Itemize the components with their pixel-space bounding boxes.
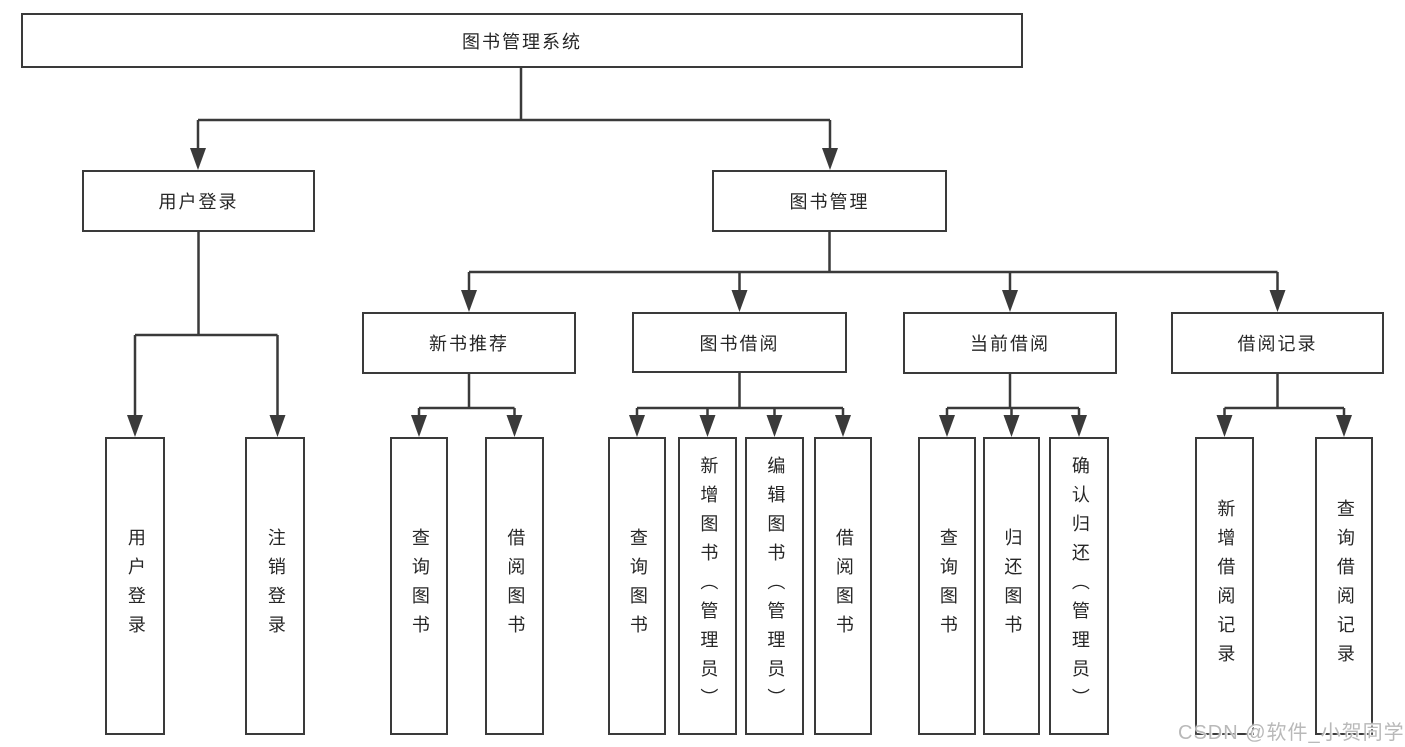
node-borrow-record-label: 借阅记录 xyxy=(1237,334,1318,354)
arrow-down-icon xyxy=(1216,415,1233,437)
node-book-borrow: 图书借阅 xyxy=(632,312,847,373)
leaf-query-book-newbook-label: 查询图书 xyxy=(409,528,430,644)
arrow-down-icon xyxy=(411,415,427,437)
connector-current-borrow-to-leaves xyxy=(939,374,1087,437)
node-book-mgmt: 图书管理 xyxy=(712,170,947,232)
arrow-down-icon xyxy=(1002,290,1018,312)
node-user-login-label: 用户登录 xyxy=(158,192,239,212)
leaf-user-login-label: 用户登录 xyxy=(125,528,146,644)
arrow-down-icon xyxy=(699,415,716,437)
arrow-down-icon xyxy=(190,148,206,170)
arrow-down-icon xyxy=(1003,415,1020,437)
leaf-borrow-book-label: 借阅图书 xyxy=(833,528,854,644)
node-root-label: 图书管理系统 xyxy=(462,31,582,52)
leaf-borrow-book-newbook: 借阅图书 xyxy=(485,437,544,735)
leaf-query-book-borrow-label: 查询图书 xyxy=(627,528,648,644)
node-root: 图书管理系统 xyxy=(21,13,1023,68)
leaf-user-login: 用户登录 xyxy=(105,437,165,735)
leaf-query-book-current: 查询图书 xyxy=(918,437,976,735)
leaf-add-borrow-record-label: 新增借阅记录 xyxy=(1215,499,1236,673)
node-current-borrow: 当前借阅 xyxy=(903,312,1117,374)
arrow-down-icon xyxy=(269,415,286,437)
leaf-borrow-book-newbook-label: 借阅图书 xyxy=(505,528,526,644)
arrow-down-icon xyxy=(835,415,851,437)
arrow-down-icon xyxy=(506,415,523,437)
arrow-down-icon xyxy=(939,415,955,437)
connector-user-login-to-leaves xyxy=(127,232,286,437)
leaf-borrow-book: 借阅图书 xyxy=(814,437,872,735)
arrow-down-icon xyxy=(1071,415,1087,437)
connector-book-mgmt-to-level3 xyxy=(461,232,1286,312)
leaf-add-book-admin-label: 新增图书（管理员） xyxy=(698,455,719,717)
node-borrow-record: 借阅记录 xyxy=(1171,312,1384,374)
leaf-query-book-newbook: 查询图书 xyxy=(390,437,448,735)
arrow-down-icon xyxy=(822,148,838,170)
node-user-login: 用户登录 xyxy=(82,170,315,232)
arrow-down-icon xyxy=(461,290,477,312)
leaf-confirm-return-admin: 确认归还（管理员） xyxy=(1049,437,1109,735)
leaf-return-book-label: 归还图书 xyxy=(1002,528,1023,644)
csdn-watermark: CSDN @软件_小贺同学 xyxy=(1178,722,1405,744)
leaf-edit-book-admin-label: 编辑图书（管理员） xyxy=(765,455,786,717)
arrow-down-icon xyxy=(629,415,645,437)
leaf-add-borrow-record: 新增借阅记录 xyxy=(1195,437,1254,735)
leaf-return-book: 归还图书 xyxy=(983,437,1040,735)
leaf-add-book-admin: 新增图书（管理员） xyxy=(678,437,737,735)
arrow-down-icon xyxy=(127,415,143,437)
arrow-down-icon xyxy=(766,415,783,437)
connector-borrow-record-to-leaves xyxy=(1216,374,1352,437)
leaf-query-borrow-record-label: 查询借阅记录 xyxy=(1334,499,1355,673)
arrow-down-icon xyxy=(731,290,748,312)
node-new-book-rec-label: 新书推荐 xyxy=(429,334,509,354)
connector-book-borrow-to-leaves xyxy=(629,373,851,437)
leaf-confirm-return-admin-label: 确认归还（管理员） xyxy=(1069,455,1090,717)
leaf-logout-login: 注销登录 xyxy=(245,437,305,735)
arrow-down-icon xyxy=(1336,415,1352,437)
connector-new-book-to-leaves xyxy=(411,374,523,437)
leaf-edit-book-admin: 编辑图书（管理员） xyxy=(745,437,804,735)
leaf-query-book-current-label: 查询图书 xyxy=(937,528,958,644)
arrow-down-icon xyxy=(1269,290,1286,312)
node-book-mgmt-label: 图书管理 xyxy=(789,192,870,212)
leaf-logout-login-label: 注销登录 xyxy=(265,528,286,644)
leaf-query-borrow-record: 查询借阅记录 xyxy=(1315,437,1373,735)
connector-root-to-level2 xyxy=(190,68,838,170)
node-current-borrow-label: 当前借阅 xyxy=(970,334,1050,354)
node-book-borrow-label: 图书借阅 xyxy=(699,333,780,354)
node-new-book-rec: 新书推荐 xyxy=(362,312,576,374)
leaf-query-book-borrow: 查询图书 xyxy=(608,437,666,735)
